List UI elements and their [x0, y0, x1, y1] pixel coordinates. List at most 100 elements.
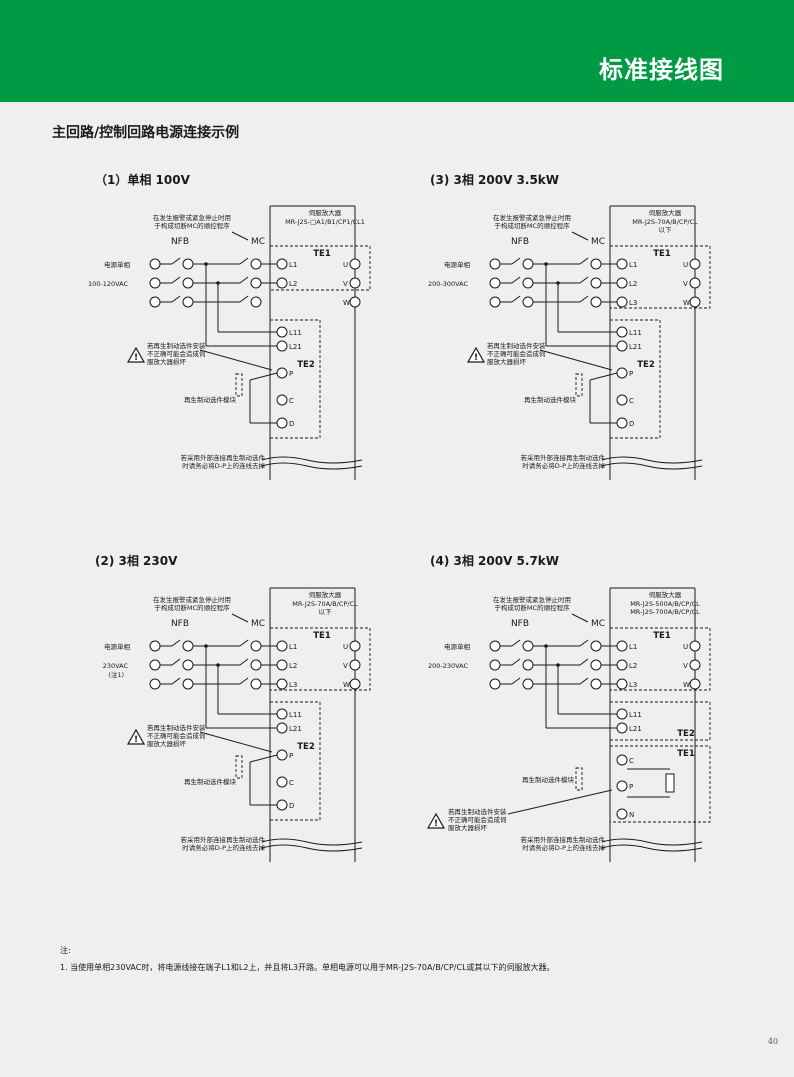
d2-te1-box — [269, 627, 371, 691]
d2-power-term-label: L2 — [289, 662, 297, 670]
d1-warning-text: 服放大器损坏 — [487, 357, 527, 366]
note-item: 1. 当使用单相230VAC时，将电源线接在端子L1和L2上，并且将L3开路。单… — [60, 963, 555, 972]
d0-mc-term — [250, 277, 262, 289]
d1-mc-contact — [579, 295, 589, 303]
d0-mc-contact — [239, 257, 249, 265]
d2-regen-label: 再生制动选件模块 — [184, 777, 237, 786]
d2-regen-wire — [249, 754, 278, 763]
d3-motor-term-label: W — [683, 681, 690, 689]
d3-ctrl-term — [616, 722, 628, 734]
notes-label: 注: — [60, 946, 71, 955]
d0-regen-term-label: D — [289, 420, 294, 428]
d0-power-term-label: L1 — [289, 261, 297, 269]
d3-nfb-label: NFB — [511, 619, 529, 629]
d2-mc-term — [250, 678, 262, 690]
d3-nfb-term — [522, 659, 534, 671]
d1-warning-text: 不正确可能会造成伺 — [487, 349, 546, 358]
d2-warning-text: 服放大器损坏 — [147, 739, 187, 748]
d2-warning-mark: ! — [134, 735, 138, 745]
d2-te2-box — [269, 701, 321, 821]
d0-regen-wire — [249, 372, 278, 381]
d2-supply-term — [149, 659, 161, 671]
d3-supply-term — [489, 640, 501, 652]
d2-break-line — [261, 838, 363, 846]
d3-te2-label: TE2 — [677, 729, 695, 739]
d1-warning-pointer — [539, 349, 613, 371]
d2-model-line: 以下 — [319, 608, 333, 616]
d0-mc-contact — [239, 295, 249, 303]
d0-warning-text: 若再生制动选件安装 — [147, 341, 206, 350]
d3-model-line: MR-J2S-700A/B/CP/CL — [630, 608, 700, 616]
d2-regen-term-label: P — [289, 752, 293, 760]
d0-mc-term — [250, 258, 262, 270]
d3-warning-mark: ! — [434, 819, 438, 829]
d2-supply-2: 230VAC — [103, 662, 129, 670]
d3-regen-term — [616, 808, 628, 820]
d1-supply-term — [489, 277, 501, 289]
d0-motor-term-label: V — [343, 280, 348, 288]
d2-regen-term-label: D — [289, 802, 294, 810]
d3-power-term-label: L3 — [629, 681, 637, 689]
d3-motor-term — [689, 659, 701, 671]
d2-nfb-contact — [171, 677, 181, 685]
d0-mc-note-1: 在发生报警或紧急停止时用 — [153, 213, 231, 222]
d0-te1-label: TE1 — [313, 249, 331, 259]
d1-mc-term — [590, 296, 602, 308]
d0-te1-box — [269, 245, 371, 291]
d1-regen-term-label: P — [629, 370, 633, 378]
d2-supply-term — [149, 640, 161, 652]
d2-power-term-label: L3 — [289, 681, 297, 689]
d1-nfb-contact — [511, 295, 521, 303]
d1-mc-note-1: 在发生报警或紧急停止时用 — [493, 213, 571, 222]
d1-model-line: 以下 — [659, 226, 673, 234]
d0-motor-term — [349, 277, 361, 289]
d0-ext-note-1: 若采用外部连接再生制动选件 — [181, 453, 266, 462]
d2-mc-term — [250, 640, 262, 652]
d2-te1-label: TE1 — [313, 631, 331, 641]
d3-warning-text: 若再生制动选件安装 — [448, 807, 507, 816]
d1-mc-contact — [579, 257, 589, 265]
d3-supply-term — [489, 659, 501, 671]
d1-warning-mark: ! — [474, 353, 478, 363]
d0-motor-term — [349, 296, 361, 308]
d2-regen-module — [235, 755, 243, 779]
d3-te1b-box — [609, 745, 711, 823]
d0-mc-note-2: 于构成切断MC的顺控程序 — [154, 221, 230, 230]
d1-mc-arrow — [571, 231, 589, 241]
d1-regen-term — [616, 394, 628, 406]
d2-warning-text: 若再生制动选件安装 — [147, 723, 206, 732]
d0-ctrl-term-label: L21 — [289, 343, 302, 351]
d3-regen-term — [616, 754, 628, 766]
d3-mc-contact — [579, 677, 589, 685]
d3-ctrl-term-label: L11 — [629, 711, 642, 719]
d3-warning-icon — [426, 812, 446, 829]
d2-nfb-term — [182, 659, 194, 671]
d3-ctrl-term — [616, 708, 628, 720]
d2-motor-term-label: U — [343, 643, 348, 651]
d1-te1-box — [609, 245, 711, 309]
d0-warning-text: 不正确可能会造成伺 — [147, 349, 206, 358]
d2-supply-1: 电源单相 — [104, 642, 131, 651]
d0-model-line: MR-J2S-□A1/B1/CP1/CL1 — [285, 218, 365, 226]
d3-supply-1: 电源单相 — [444, 642, 471, 651]
d3-mc-contact — [579, 639, 589, 647]
d0-regen-term-label: P — [289, 370, 293, 378]
d3-power-term — [616, 659, 628, 671]
d0-nfb-contact — [171, 295, 181, 303]
d3-supply-2: 200-230VAC — [428, 662, 469, 670]
d0-break-line-2 — [261, 462, 363, 470]
d1-break-line-2 — [601, 462, 703, 470]
d1-regen-wire — [589, 372, 618, 381]
d3-regen-label: 再生制动选件模块 — [522, 775, 575, 784]
d1-junction — [556, 281, 560, 285]
d0-warning-icon — [126, 346, 146, 363]
d3-regen-term-label: P — [629, 783, 633, 791]
page-header: 标准接线图 — [0, 0, 794, 102]
d1-power-term — [616, 258, 628, 270]
d1-te2-label: TE2 — [637, 360, 655, 370]
d3-nfb-contact — [511, 639, 521, 647]
d3-junction — [544, 644, 548, 648]
d3-mc-term — [590, 640, 602, 652]
d0-break-line — [261, 456, 363, 464]
d1-mc-term — [590, 277, 602, 289]
